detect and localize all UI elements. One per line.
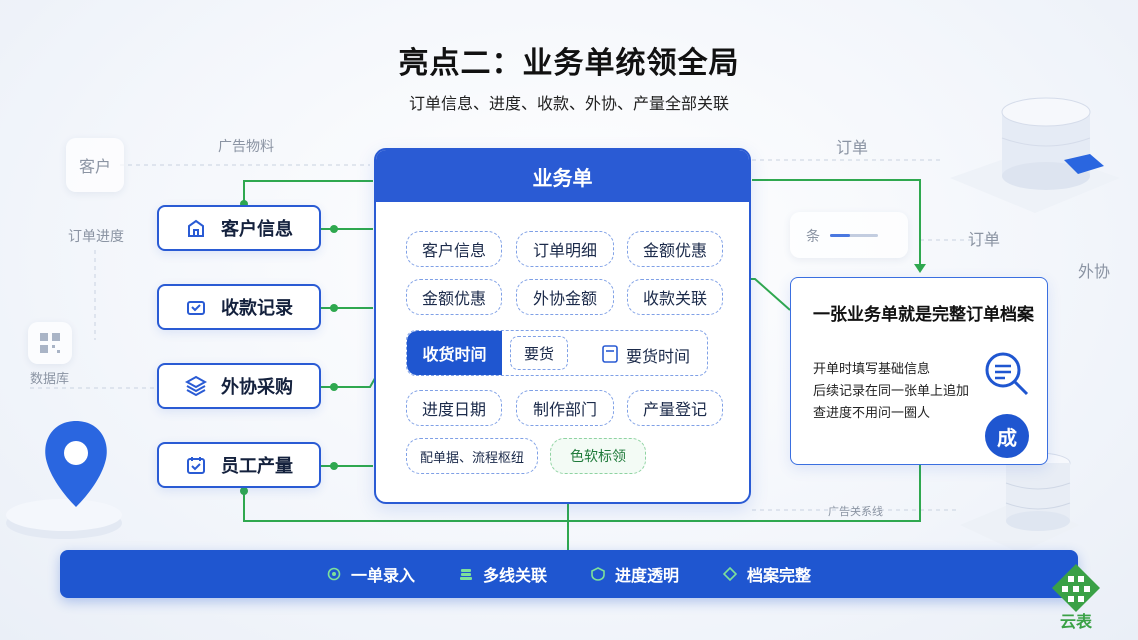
bg-label-database: 数据库: [30, 371, 70, 386]
chip-order-detail[interactable]: 订单明细: [516, 231, 614, 267]
feature-label: 档案完整: [747, 568, 812, 585]
page-subtitle: 订单信息、进度、收款、外协、产量全部关联: [408, 96, 729, 113]
bottom-feature-bar: 一单录入 多线关联 进度透明 档案完整: [60, 550, 1078, 598]
server-stack-icon: [960, 452, 1080, 553]
feature-label: 一单录入: [350, 568, 415, 585]
completion-badge: 成: [985, 414, 1029, 458]
check-circle-icon: [327, 567, 341, 581]
chip-production-dept[interactable]: 制作部门: [516, 390, 614, 426]
left-item-label: 外协采购: [221, 377, 293, 397]
bg-label-ad-relation: 广告关系线: [828, 506, 883, 518]
search-doc-icon: [981, 348, 1031, 403]
building-icon: [185, 217, 207, 239]
qr-icon: [40, 333, 60, 353]
left-item-payment-records[interactable]: 收款记录: [157, 284, 321, 330]
layers-icon: [185, 375, 207, 397]
feature-label: 进度透明: [615, 568, 680, 585]
chip-amount-discount-2[interactable]: 金额优惠: [406, 279, 502, 315]
left-item-label: 客户信息: [221, 219, 293, 239]
order-archive-card: 一张业务单就是完整订单档案 开单时填写基础信息 后续记录在同一张单上追加 查进度…: [790, 277, 1048, 465]
bg-database-card: [28, 322, 72, 364]
chip-color-tag[interactable]: 色软标领: [550, 438, 646, 474]
bg-label-waixie: 外协: [1078, 264, 1111, 281]
yunbiao-logo-icon: [1052, 564, 1100, 612]
bg-label-order-mid: 订单: [968, 232, 1001, 249]
chip-demand[interactable]: 要货: [510, 336, 568, 370]
left-item-outsource-purchase[interactable]: 外协采购: [157, 363, 321, 409]
chip-outsource-amount[interactable]: 外协金额: [516, 279, 614, 315]
info-line-1: 开单时填写基础信息: [813, 361, 931, 376]
bg-label-kehu: 客户: [78, 159, 111, 176]
panel-title: 业务单: [376, 150, 749, 202]
stack-icon: [459, 567, 473, 581]
chip-delivery-time-active[interactable]: 收货时间: [407, 331, 502, 375]
bg-bar-card: 条: [790, 212, 908, 258]
feature-archive-complete: 档案完整: [723, 562, 811, 586]
bg-customer-card: 客户: [66, 138, 124, 192]
left-item-label: 收款记录: [221, 298, 293, 318]
feature-label: 多线关联: [482, 568, 547, 585]
bg-label-order-top: 订单: [836, 140, 869, 157]
info-line-2: 后续记录在同一张单上追加: [813, 383, 970, 398]
wallet-icon: [185, 296, 207, 318]
business-order-panel: 业务单 客户信息 订单明细 金额优惠 金额优惠 外协金额 收款关联 收货时间 要…: [374, 148, 751, 504]
logo-text: 云表: [1059, 614, 1092, 631]
info-line-3: 查进度不用问一圈人: [813, 405, 931, 420]
location-pin-icon: [6, 421, 122, 539]
page-title: 亮点二：业务单统领全局: [398, 47, 740, 80]
chip-document-hub[interactable]: 配单据、流程枢纽: [406, 438, 538, 474]
left-item-label: 员工产量: [221, 456, 293, 476]
left-item-customer-info[interactable]: 客户信息: [157, 205, 321, 251]
feature-progress-visible: 进度透明: [591, 562, 679, 586]
chip-progress-date[interactable]: 进度日期: [406, 390, 502, 426]
left-item-employee-output[interactable]: 员工产量: [157, 442, 321, 488]
feature-single-entry: 一单录入: [327, 562, 415, 586]
calendar-check-icon: [185, 454, 207, 476]
chip-customer-info[interactable]: 客户信息: [406, 231, 502, 267]
info-card-title: 一张业务单就是完整订单档案: [813, 305, 1034, 324]
chip-payment-link[interactable]: 收款关联: [627, 279, 723, 315]
chip-demand-time[interactable]: 要货时间: [626, 349, 691, 366]
bg-label-guanggao: 广告物料: [218, 138, 274, 154]
bg-label-tiao: 条: [806, 228, 820, 244]
shield-icon: [591, 567, 605, 581]
diamond-icon: [723, 567, 738, 581]
doc-icon: [600, 344, 620, 369]
chip-amount-discount[interactable]: 金额优惠: [627, 231, 723, 267]
database-stack-icon: [950, 97, 1120, 213]
feature-multi-link: 多线关联: [459, 562, 547, 586]
chip-output-register[interactable]: 产量登记: [627, 390, 723, 426]
bg-label-order-progress: 订单进度: [68, 228, 124, 244]
